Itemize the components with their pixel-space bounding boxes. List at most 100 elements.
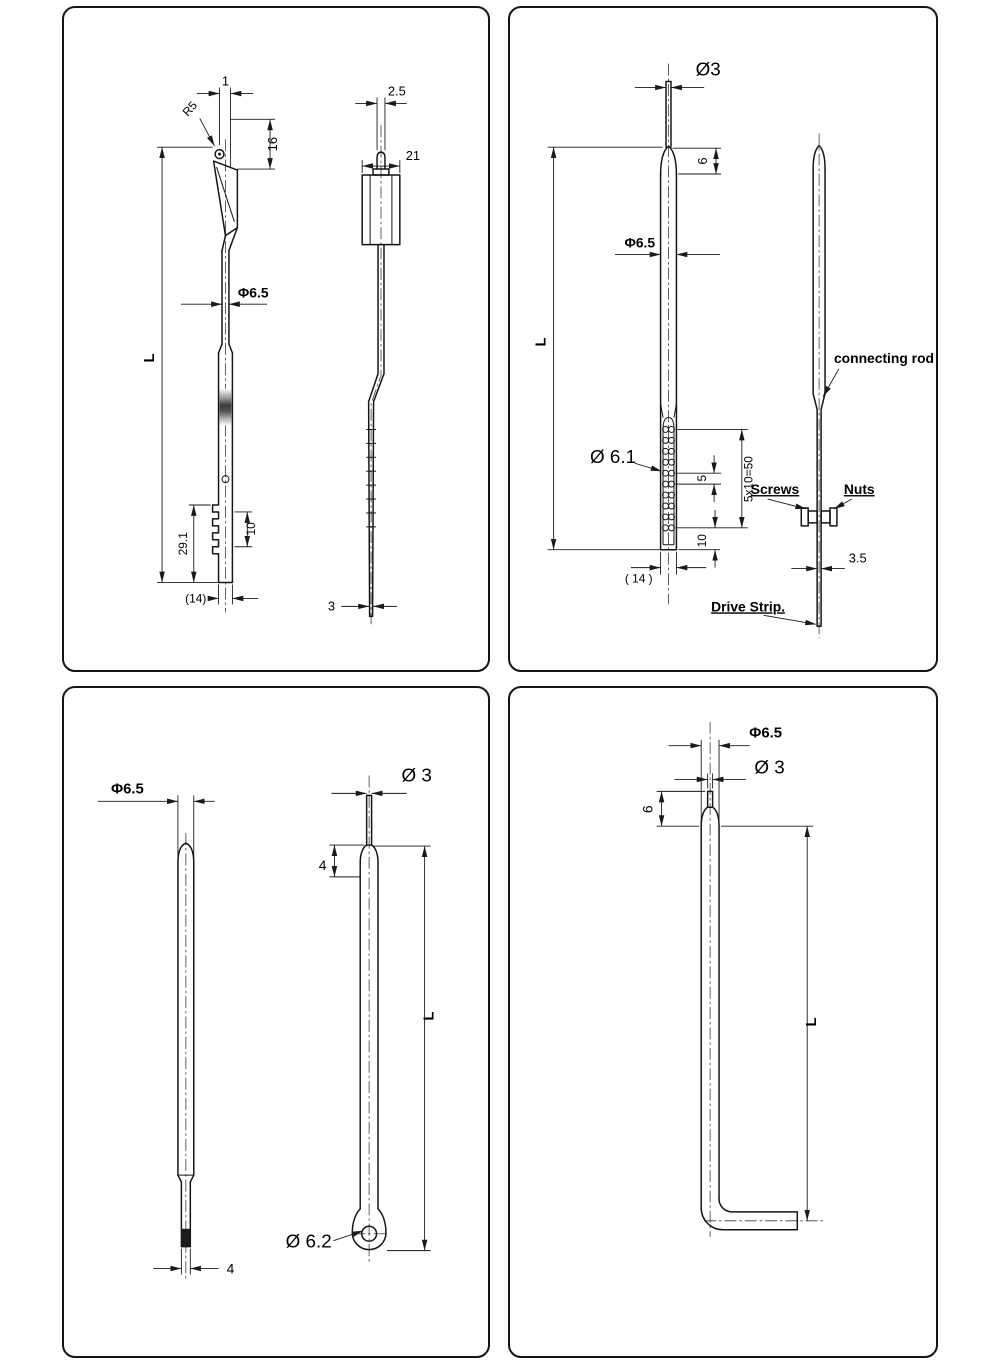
tip-stem: [665, 80, 672, 148]
nuts-label: Nuts: [844, 481, 875, 497]
neck-taper: [221, 226, 239, 252]
dim-overall-width: (14): [185, 584, 259, 605]
dim-overall-width-label: (14): [185, 591, 206, 605]
dim-radius: R5: [180, 98, 215, 147]
dim-strip-width-label: 3.5: [849, 551, 867, 566]
dim-length-label: L: [142, 353, 158, 362]
pivot-dot: [218, 152, 222, 156]
dim-tail-length-label: 10: [695, 534, 709, 548]
blade-step: [177, 1174, 195, 1183]
tip-cone: [659, 145, 678, 176]
dim-length: L: [373, 845, 438, 1252]
rod-body: [659, 173, 678, 551]
eyelet-lobe: [351, 1208, 387, 1251]
perforation-holes: [662, 425, 675, 532]
dim-rod-diameter: Φ6.5: [180, 284, 269, 307]
dim-tip-length: 4: [319, 844, 365, 878]
dim-notch-span: 29.1: [176, 504, 211, 583]
panel-blade-and-eyelet-rods: Φ6.5 4: [62, 686, 490, 1358]
rod-tip: [812, 144, 826, 170]
dim-tip-dia-label: Ø3: [696, 59, 721, 80]
side-centerline: [370, 125, 382, 625]
dim-strip-width: 3: [328, 598, 397, 613]
tip-cone: [359, 844, 379, 864]
dim-tip-diameter: Ø 3: [674, 756, 785, 789]
dim-tip-dia-label: Ø 3: [402, 764, 432, 785]
dim-hole-series: 5x10=50: [675, 429, 756, 529]
dim-block-width: 21: [361, 148, 420, 174]
dim-length-label: L: [804, 1017, 820, 1026]
rod-body-with-notches: [211, 352, 234, 584]
blade-dark-tip: [181, 1228, 191, 1247]
tip-stem: [706, 790, 714, 809]
tip-stem: [365, 794, 373, 846]
dim-rod-dia-label: Φ6.5: [749, 726, 782, 742]
dim-length: L: [142, 146, 219, 583]
dim-hole-series-label: 5x10=50: [742, 456, 756, 502]
dim-rod-dia-label: Φ6.5: [238, 284, 269, 300]
hole-slot: [662, 417, 675, 546]
neck: [221, 249, 230, 345]
knob: [376, 151, 386, 170]
dim-tip-diameter: Ø 3: [331, 764, 432, 797]
dim-tail-length: 10: [678, 509, 721, 568]
dim-blade-width-label: 4: [227, 1260, 235, 1276]
blade-eyelet-drawing: Φ6.5 4: [97, 764, 438, 1281]
block: [361, 174, 401, 246]
dim-tip-dia-label: Ø 3: [754, 756, 784, 777]
dim-tip-offset: 1: [196, 74, 254, 168]
label-connecting-rod: connecting rod: [822, 350, 934, 397]
body-step: [217, 343, 234, 354]
dim-hole-pitch: 5: [675, 455, 722, 503]
dim-strip-width: 3.5: [791, 551, 867, 572]
front-view: 1 R5 16 Φ6.5: [142, 74, 280, 613]
dim-tip-offset-label: 1: [222, 74, 229, 89]
panel-l-bend-rod: Φ6.5 Ø 3 6 L: [508, 686, 938, 1358]
dim-notch-pitch: 10: [234, 511, 258, 548]
hook-rod-drawing: 1 R5 16 Φ6.5: [142, 74, 420, 625]
screws-label: Screws: [751, 481, 800, 497]
dim-tip-height: 6: [672, 147, 722, 175]
dim-knob-width-label: 2.5: [388, 83, 406, 98]
rod-tip: [177, 842, 195, 864]
label-drive-strip: Drive Strip.: [711, 598, 817, 626]
side-view: 2.5 21 3: [328, 83, 420, 625]
rod-body: [177, 862, 195, 1176]
crank-view: Φ6.5 Ø 3 6 L: [640, 721, 824, 1237]
dim-eye-dia-label: Ø 6.2: [286, 1231, 332, 1252]
dim-hole-pitch-label: 5: [695, 474, 709, 481]
dim-eye-diameter: Ø 6.2: [286, 1230, 364, 1252]
dim-length-label: L: [534, 337, 550, 346]
dim-block-width-label: 21: [406, 148, 420, 163]
dim-tip-height: 6: [640, 790, 706, 827]
dim-rod-diameter: Φ6.5: [615, 235, 721, 258]
side-view: connecting rod Screws Nuts 3.5: [711, 133, 934, 639]
front-view: Ø3 6 Φ6.5 L: [534, 59, 756, 605]
panel-perforated-rod: Ø3 6 Φ6.5 L: [508, 6, 938, 672]
dim-radius-label: R5: [180, 98, 201, 119]
l-bend-drawing: Φ6.5 Ø 3 6 L: [640, 721, 824, 1237]
dim-hole-diameter: Ø 6.1: [590, 446, 662, 472]
dim-tip-height-label: 6: [695, 157, 710, 164]
dim-hole-dia-label: Ø 6.1: [590, 446, 636, 467]
shaded-band: [219, 388, 232, 426]
pivot-circle: [214, 148, 225, 160]
dim-notch-span-label: 29.1: [176, 532, 190, 556]
connecting-rod-label: connecting rod: [834, 350, 934, 366]
label-screws: Screws: [751, 481, 807, 510]
panel-hook-notched-rod: 1 R5 16 Φ6.5: [62, 6, 490, 672]
dim-strip-width-label: 3: [328, 598, 335, 613]
strip-ticks: [366, 428, 377, 528]
dim-tip-height-label: 6: [640, 805, 656, 813]
dim-notch-pitch-label: 10: [244, 522, 258, 536]
dim-tip-length-label: 4: [319, 857, 327, 873]
dim-head-height: 16: [230, 118, 280, 170]
head-diagonal: [216, 166, 235, 222]
dim-knob-width: 2.5: [355, 83, 407, 151]
drive-strip-label: Drive Strip.: [711, 598, 785, 614]
dim-rod-dia-label: Φ6.5: [111, 781, 144, 797]
dim-length-label: L: [422, 1011, 438, 1020]
rod-body: [700, 825, 720, 1209]
dim-rod-diameter: Φ6.5: [97, 781, 215, 859]
